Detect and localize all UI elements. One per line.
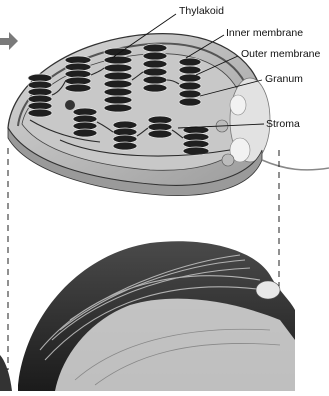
label-granum: Granum xyxy=(265,73,303,85)
electron-micrograph xyxy=(0,241,295,391)
label-stroma: Stroma xyxy=(266,118,300,130)
label-thylakoid: Thylakoid xyxy=(179,5,224,17)
pointer-arrow-icon xyxy=(0,32,18,50)
label-outer-membrane: Outer membrane xyxy=(241,48,320,60)
outer-membrane-tail xyxy=(262,160,329,170)
label-inner-membrane: Inner membrane xyxy=(226,27,303,39)
granum-stack xyxy=(65,56,91,92)
granum-stack xyxy=(148,116,172,138)
